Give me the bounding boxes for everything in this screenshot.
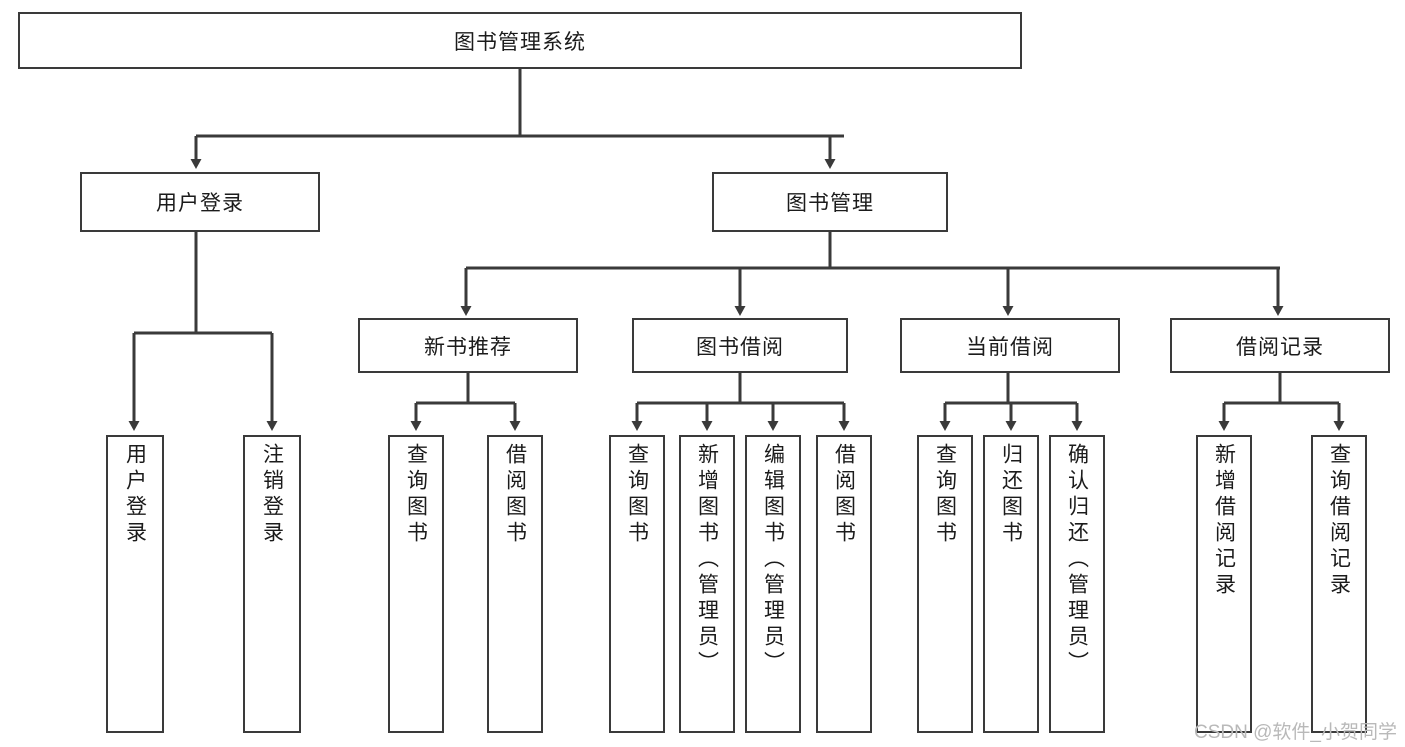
node-book-management[interactable]: 图书管理 <box>712 172 948 232</box>
node-label: 新增图书（管理员） <box>695 443 719 677</box>
leaf-confirm-return-admin[interactable]: 确认归还（管理员） <box>1049 435 1105 733</box>
node-label: 借阅记录 <box>1236 335 1324 359</box>
node-root[interactable]: 图书管理系统 <box>18 12 1022 69</box>
leaf-query-book-recommend[interactable]: 查询图书 <box>388 435 444 733</box>
watermark: CSDN @软件_小贺同学 <box>1194 722 1397 743</box>
node-label: 查询图书 <box>933 443 957 547</box>
leaf-query-borrow-record[interactable]: 查询借阅记录 <box>1311 435 1367 733</box>
node-label: 图书借阅 <box>696 335 784 359</box>
node-label: 新增借阅记录 <box>1212 443 1236 599</box>
leaf-edit-book-admin[interactable]: 编辑图书（管理员） <box>745 435 801 733</box>
leaf-query-book-borrow[interactable]: 查询图书 <box>609 435 665 733</box>
node-label: 借阅图书 <box>503 443 527 547</box>
node-label: 确认归还（管理员） <box>1065 443 1089 677</box>
leaf-add-borrow-record[interactable]: 新增借阅记录 <box>1196 435 1252 733</box>
node-current-borrow[interactable]: 当前借阅 <box>900 318 1120 373</box>
node-borrow-record[interactable]: 借阅记录 <box>1170 318 1390 373</box>
leaf-logout[interactable]: 注销登录 <box>243 435 301 733</box>
node-label: 当前借阅 <box>966 335 1054 359</box>
node-label: 图书管理 <box>786 192 874 215</box>
node-new-book-recommend[interactable]: 新书推荐 <box>358 318 578 373</box>
leaf-borrow-book-recommend[interactable]: 借阅图书 <box>487 435 543 733</box>
leaf-add-book-admin[interactable]: 新增图书（管理员） <box>679 435 735 733</box>
node-label: 查询借阅记录 <box>1327 443 1351 599</box>
leaf-user-login[interactable]: 用户登录 <box>106 435 164 733</box>
node-user-login[interactable]: 用户登录 <box>80 172 320 232</box>
leaf-return-book[interactable]: 归还图书 <box>983 435 1039 733</box>
leaf-query-book-current[interactable]: 查询图书 <box>917 435 973 733</box>
node-label: 查询图书 <box>625 443 649 547</box>
node-label: 新书推荐 <box>424 335 512 359</box>
node-label: 用户登录 <box>123 443 147 547</box>
leaf-borrow-book[interactable]: 借阅图书 <box>816 435 872 733</box>
node-label: 归还图书 <box>999 443 1023 547</box>
node-label: 用户登录 <box>156 192 244 215</box>
node-book-borrow[interactable]: 图书借阅 <box>632 318 848 373</box>
node-label: 借阅图书 <box>832 443 856 547</box>
node-label: 编辑图书（管理员） <box>761 443 785 677</box>
node-label: 图书管理系统 <box>454 30 586 54</box>
node-label: 查询图书 <box>404 443 428 547</box>
node-label: 注销登录 <box>260 443 284 547</box>
